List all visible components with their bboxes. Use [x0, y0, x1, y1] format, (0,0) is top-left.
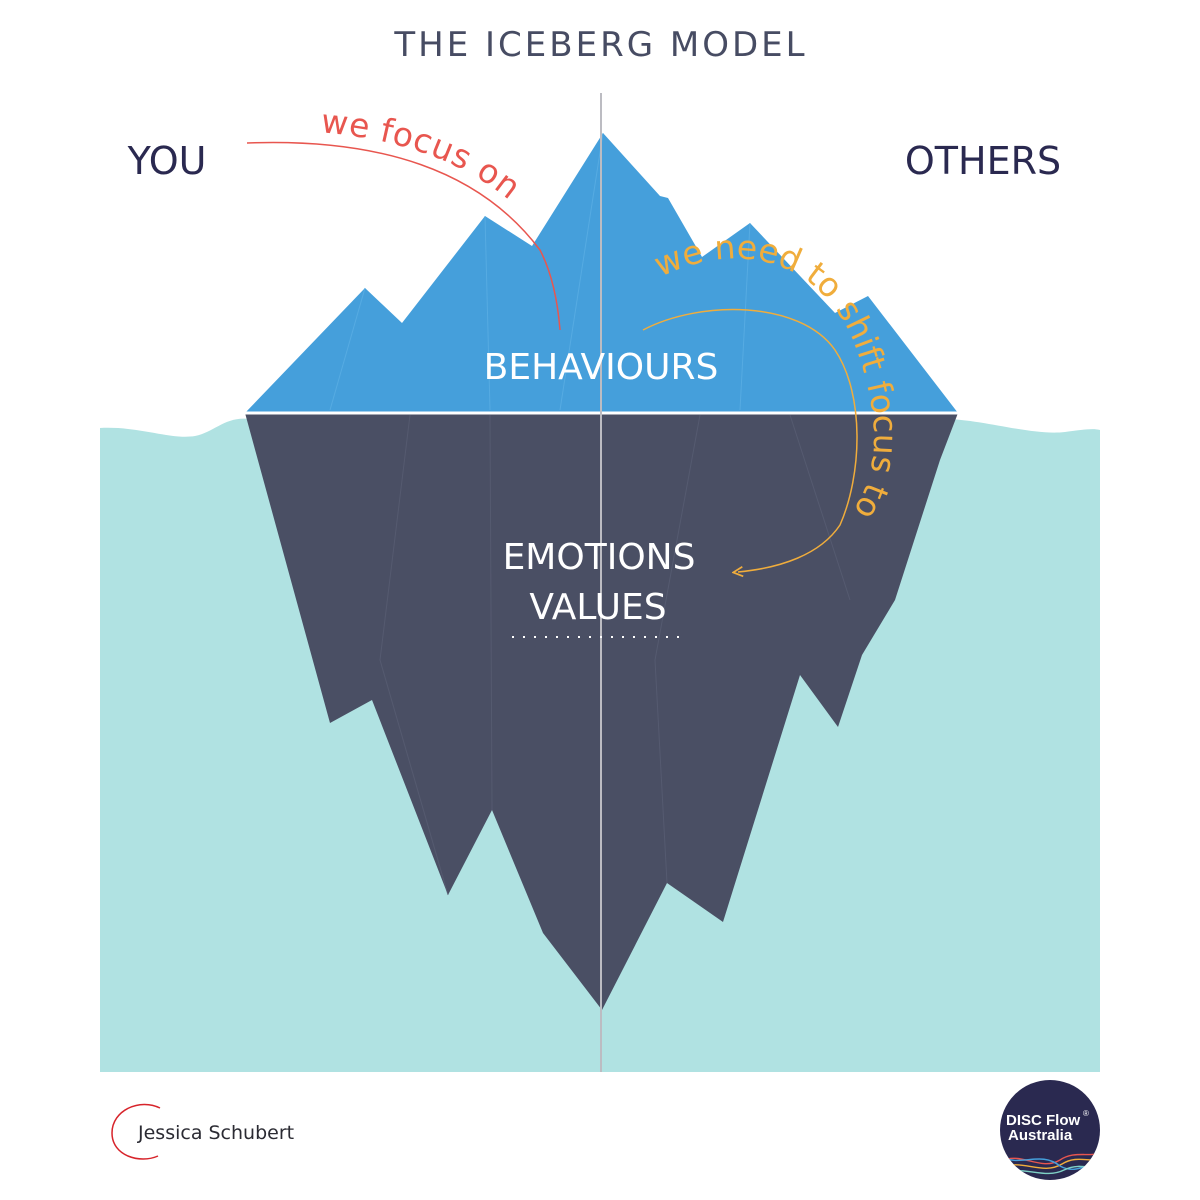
logo-registered-mark: ® — [1083, 1109, 1089, 1118]
signature-name: Jessica Schubert — [137, 1122, 294, 1144]
logo-line-2: Australia — [1008, 1127, 1073, 1144]
label-values: VALUES — [529, 587, 666, 628]
logo-line-1: DISC Flow — [1006, 1112, 1080, 1129]
label-you: YOU — [127, 139, 207, 183]
disc-flow-logo: DISC Flow ® Australia — [1000, 1080, 1100, 1180]
signature-swirl-icon — [111, 1103, 161, 1160]
jessica-schubert-logo: Jessica Schubert — [111, 1103, 294, 1160]
label-emotions: EMOTIONS — [503, 537, 696, 578]
focus-arc-shift — [642, 308, 858, 572]
arc-label-current: we focus on — [319, 101, 528, 206]
focus-arc-current — [246, 141, 561, 331]
iceberg-submerged-facets — [379, 414, 851, 896]
iceberg-tip-facets — [329, 132, 751, 411]
label-behaviours: BEHAVIOURS — [484, 347, 719, 388]
label-others: OTHERS — [905, 139, 1061, 183]
diagram-title: THE ICEBERG MODEL — [393, 25, 807, 65]
